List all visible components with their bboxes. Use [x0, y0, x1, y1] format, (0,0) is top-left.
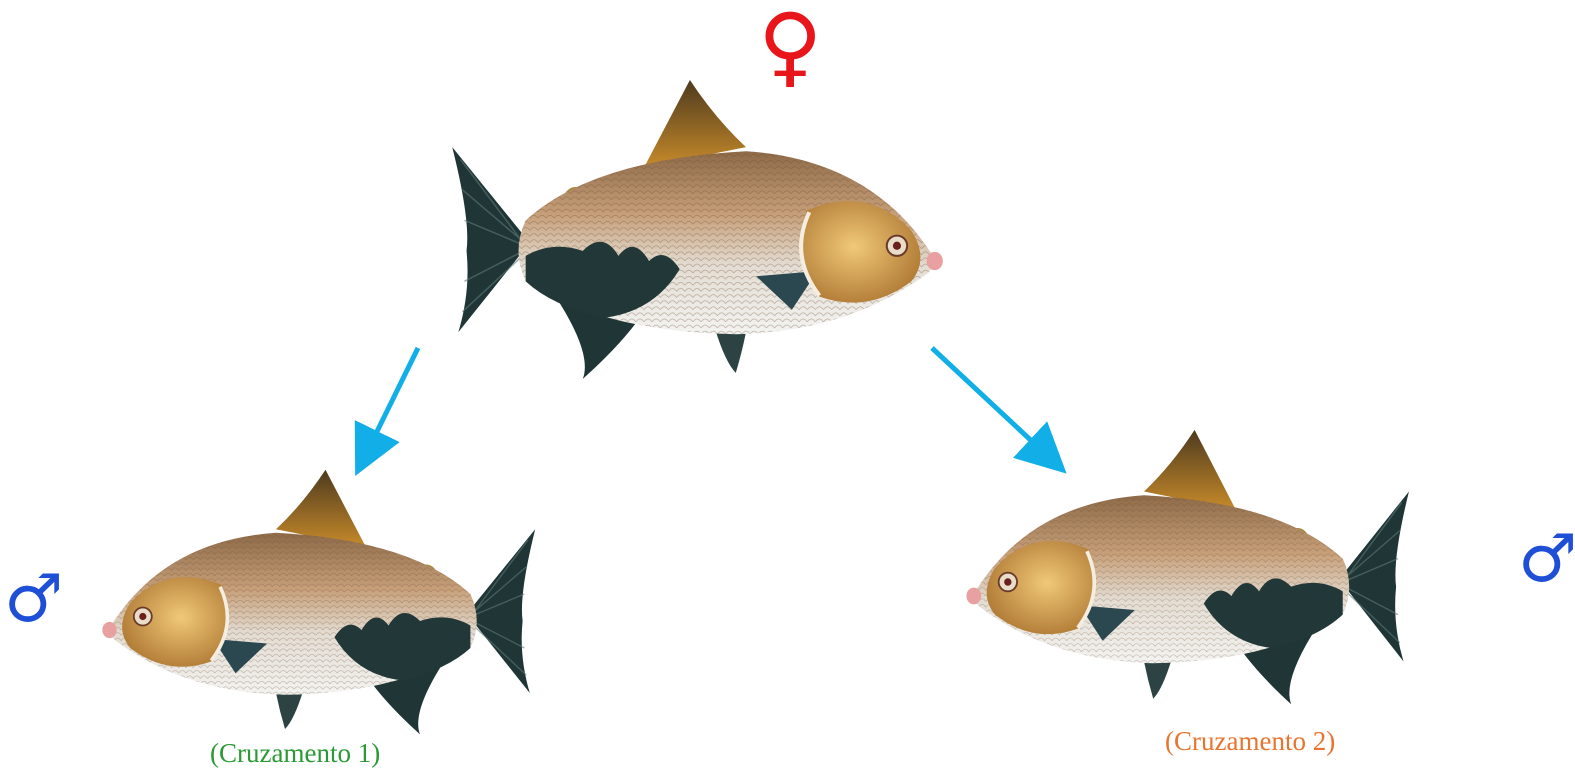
cross-1-caption: (Cruzamento 1) — [210, 738, 380, 769]
cross-2-caption: (Cruzamento 2) — [1165, 726, 1335, 757]
arrow-to-cross-1 — [364, 348, 418, 458]
arrow-to-cross-2 — [932, 348, 1052, 460]
